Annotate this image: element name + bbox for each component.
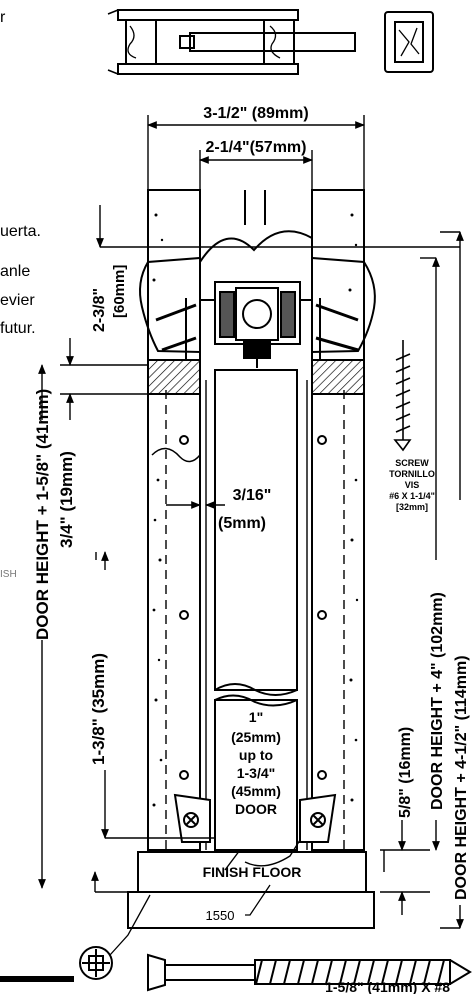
- dim-door-height-114: DOOR HEIGHT + 4-1/2" (114mm): [453, 655, 470, 900]
- part-number-label: 1550: [206, 908, 235, 923]
- fragment-left-finish: ISH: [0, 569, 17, 580]
- floor-guide: [173, 793, 337, 843]
- dim-door-height-41: DOOR HEIGHT + 1-5/8" (41mm): [33, 389, 52, 640]
- fragment-left-1: uerta.: [0, 223, 41, 240]
- door-thickness-line: up to: [239, 747, 273, 763]
- dim-header-19: 3/4" (19mm): [57, 451, 76, 548]
- header-jamb-right: [311, 359, 365, 395]
- door-thickness-label: 1" (25mm) up to 1-3/4" (45mm) DOOR: [231, 709, 281, 817]
- dim-top-clearance-mm: [60mm]: [111, 265, 128, 318]
- bottom-left-bar: [0, 976, 74, 982]
- header-block: [139, 190, 376, 354]
- bottom-screw-icon: [147, 953, 472, 992]
- door-thickness-line: (45mm): [231, 783, 281, 799]
- dim-top-clearance: 2-3/8": [91, 288, 108, 332]
- track-roller: [214, 281, 301, 368]
- plan-view-right: [384, 11, 434, 73]
- dim-door-height-102: DOOR HEIGHT + 4" (102mm): [429, 592, 446, 810]
- fragment-left-4: futur.: [0, 320, 36, 337]
- header-jamb-left: [147, 359, 201, 395]
- finish-floor-label: FINISH FLOOR: [203, 864, 302, 880]
- dim-overall-width: 3-1/2" (89mm): [203, 105, 308, 122]
- screw-label-line: #6 X 1-1/4": [389, 491, 435, 501]
- plan-view-left: [107, 9, 356, 75]
- fragment-left-2: anle: [0, 263, 30, 280]
- fragment-left-3: evier: [0, 292, 35, 309]
- door-thickness-line: 1-3/4": [237, 765, 276, 781]
- phillips-head-icon: [79, 946, 113, 980]
- dim-gap-5-mm: (5mm): [218, 515, 266, 532]
- wall-left: [147, 189, 201, 851]
- screw-icon: [393, 340, 412, 452]
- wall-speckle: [152, 213, 359, 807]
- screw-label: SCREW TORNILLO VIS #6 X 1-1/4" [32mm]: [389, 458, 435, 512]
- fragment-top-left: r: [0, 9, 6, 26]
- door-thickness-line: (25mm): [231, 729, 281, 745]
- screw-label-line: VIS: [405, 480, 420, 490]
- dim-gap-5-in: 3/16": [233, 487, 272, 504]
- screw-label-line: TORNILLO: [389, 469, 435, 479]
- door-slab: [205, 369, 308, 851]
- screw-label-line: [32mm]: [396, 502, 428, 512]
- dim-floor-16: 5/8" (16mm): [397, 727, 414, 818]
- door-thickness-line: DOOR: [235, 801, 277, 817]
- dim-inner-width: 2-1/4"(57mm): [206, 139, 307, 156]
- dim-gap-35: 1-3/8" (35mm): [89, 653, 108, 765]
- dim-bottom-screw: 1-5/8" (41mm) X #8: [325, 979, 450, 994]
- wall-right: [311, 189, 365, 851]
- jamb-screws: [179, 435, 327, 780]
- subfloor-block: [127, 891, 375, 929]
- screw-label-line: SCREW: [395, 458, 429, 468]
- door-thickness-line: 1": [249, 709, 263, 725]
- dimension-lines: [38, 115, 464, 929]
- header-brackets: [155, 298, 359, 360]
